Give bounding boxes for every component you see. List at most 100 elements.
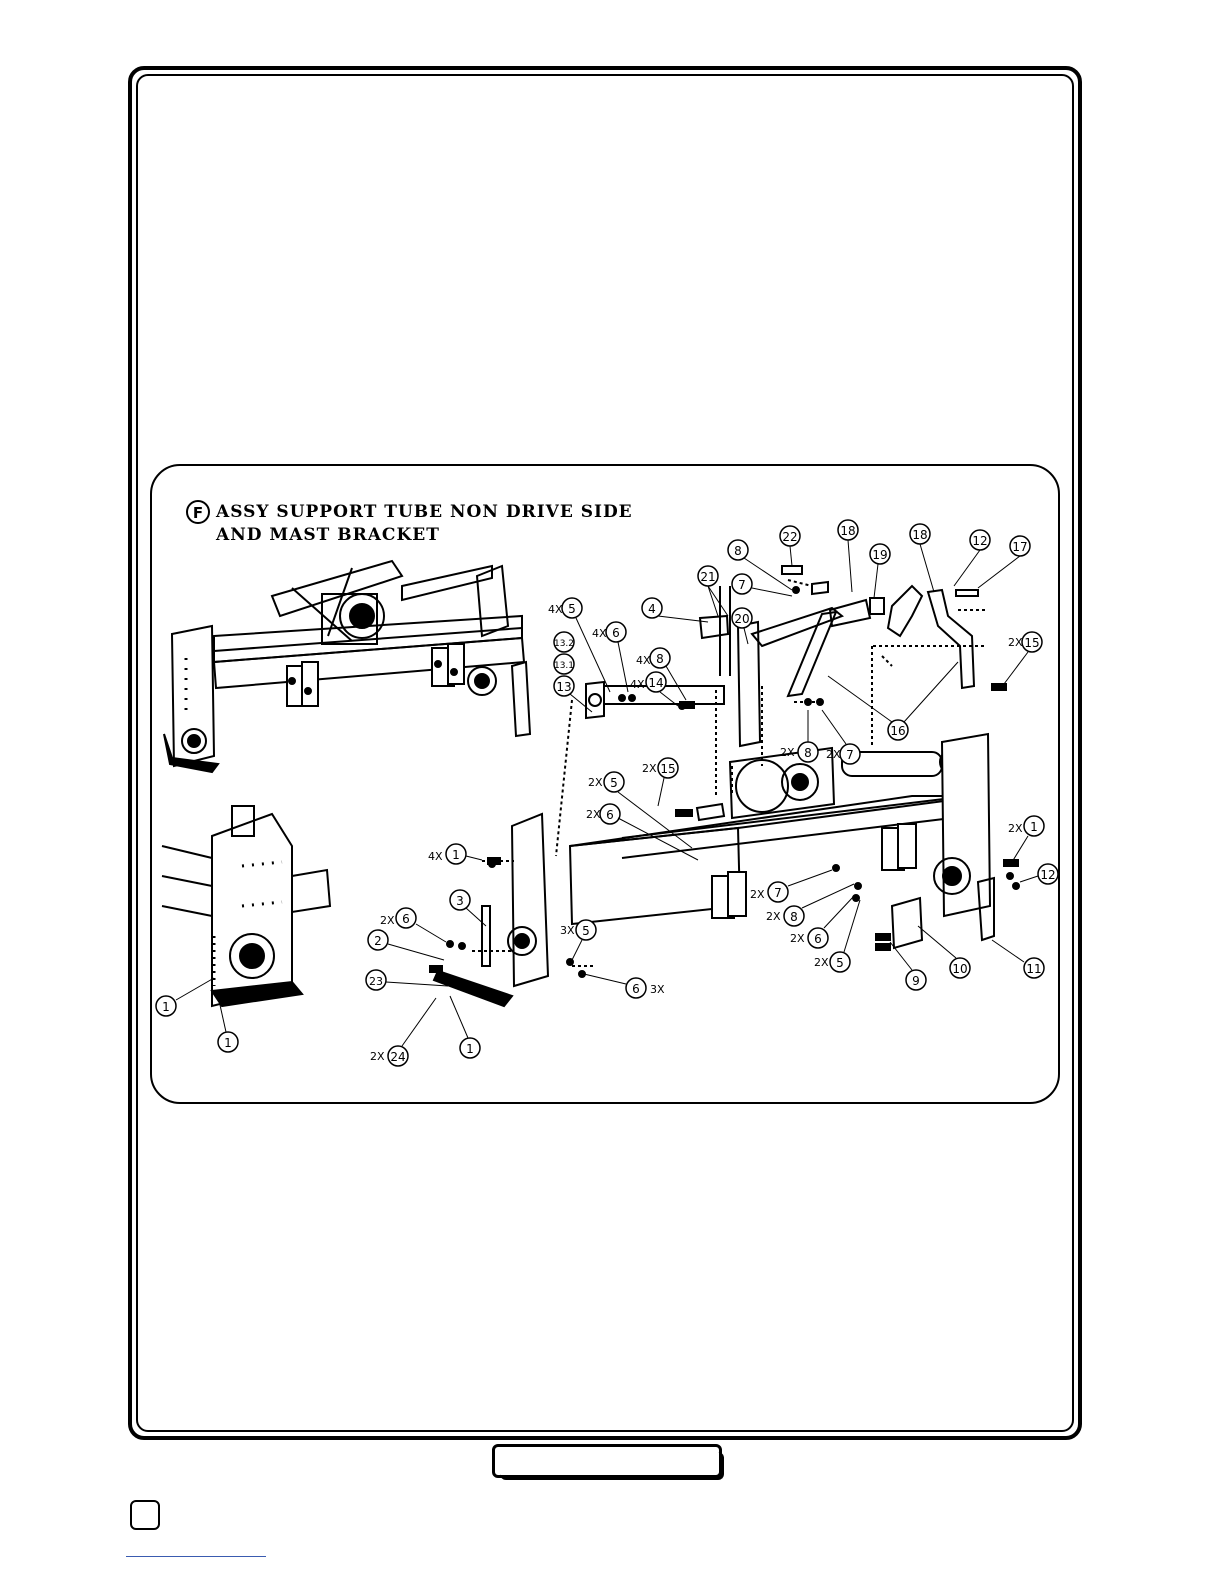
svg-text:1: 1	[162, 1000, 170, 1014]
svg-text:2X: 2X	[1008, 822, 1023, 835]
svg-text:4X: 4X	[630, 678, 645, 691]
svg-text:4X: 4X	[548, 603, 563, 616]
svg-text:4X: 4X	[636, 654, 651, 667]
svg-text:6: 6	[632, 982, 640, 996]
callout-3: 3	[450, 890, 486, 926]
svg-text:2X: 2X	[1008, 636, 1023, 649]
svg-text:4X: 4X	[428, 850, 443, 863]
svg-text:1: 1	[1030, 820, 1038, 834]
callout-12-right: 12	[1020, 864, 1058, 884]
svg-text:22: 22	[782, 530, 797, 544]
callout-19: 19	[870, 544, 890, 598]
footer-page-tab	[492, 1444, 722, 1478]
svg-text:2X: 2X	[826, 748, 841, 761]
svg-text:17: 17	[1012, 540, 1027, 554]
callout-22: 22	[780, 526, 800, 566]
svg-text:2X: 2X	[766, 910, 781, 923]
callout-4x-6-top: 4X 6	[592, 622, 628, 692]
svg-text:8: 8	[734, 544, 742, 558]
assembled-tiller-illustration	[164, 561, 530, 772]
svg-text:6: 6	[612, 626, 620, 640]
svg-text:3X: 3X	[560, 924, 575, 937]
svg-text:2X: 2X	[380, 914, 395, 927]
svg-text:1: 1	[452, 848, 460, 862]
callout-13-2: 13.2	[554, 632, 574, 652]
svg-text:14: 14	[648, 676, 663, 690]
svg-text:2X: 2X	[790, 932, 805, 945]
svg-text:8: 8	[804, 746, 812, 760]
svg-text:13.1: 13.1	[554, 661, 574, 671]
callout-9: 9	[890, 942, 926, 990]
svg-text:11: 11	[1026, 962, 1041, 976]
callout-2x-8-mid: 2X 8	[780, 710, 818, 762]
svg-text:7: 7	[738, 578, 746, 592]
svg-text:2X: 2X	[780, 746, 795, 759]
svg-text:18: 18	[840, 524, 855, 538]
callout-2x-15-mid: 2X 15	[642, 758, 678, 806]
svg-text:2X: 2X	[586, 808, 601, 821]
svg-text:8: 8	[790, 910, 798, 924]
callout-2x-7-low: 2X 7	[750, 870, 832, 902]
callout-1-bottom: 1	[450, 996, 480, 1058]
callout-21: 21	[698, 566, 728, 616]
callout-18-right: 18	[910, 524, 934, 592]
callout-12-top: 12	[954, 530, 990, 586]
svg-text:5: 5	[610, 776, 618, 790]
parts-diagram: F ASSY SUPPORT TUBE NON DRIVE SIDE AND M…	[152, 466, 1058, 1102]
svg-text:6: 6	[402, 912, 410, 926]
svg-text:2X: 2X	[750, 888, 765, 901]
callout-2x-6-left: 2X 6	[380, 908, 446, 942]
callout-11: 11	[992, 940, 1044, 978]
svg-text:2X: 2X	[588, 776, 603, 789]
callout-10: 10	[918, 926, 970, 978]
callout-1-left-outer: 1	[156, 978, 214, 1016]
svg-text:4: 4	[648, 602, 656, 616]
callout-6-3x: 6 3X	[584, 974, 665, 998]
svg-text:10: 10	[952, 962, 967, 976]
figure-title-line-1: ASSY SUPPORT TUBE NON DRIVE SIDE	[215, 502, 633, 522]
callout-13-1: 13.1	[554, 654, 574, 674]
callout-4: 4	[642, 598, 708, 622]
callout-2x-1-right: 2X 1	[1008, 816, 1044, 862]
svg-text:24: 24	[390, 1050, 405, 1064]
callout-18-left: 18	[838, 520, 858, 592]
svg-text:6: 6	[606, 808, 614, 822]
exploded-mast-bracket-illustration	[556, 580, 988, 856]
svg-text:16: 16	[890, 724, 905, 738]
figure-panel: F ASSY SUPPORT TUBE NON DRIVE SIDE AND M…	[150, 464, 1060, 1104]
svg-text:6: 6	[814, 932, 822, 946]
side-plate-closeup-illustration	[162, 806, 330, 1006]
svg-text:21: 21	[700, 570, 715, 584]
svg-text:15: 15	[1024, 636, 1039, 650]
footer-rule	[126, 1556, 266, 1557]
svg-text:18: 18	[912, 528, 927, 542]
callout-2x-7-mid: 2X 7	[822, 710, 860, 764]
figure-title-line-2: AND MAST BRACKET	[215, 525, 440, 545]
page-number-box	[130, 1500, 160, 1530]
exploded-main-frame-illustration	[570, 734, 994, 948]
svg-text:2X: 2X	[370, 1050, 385, 1063]
svg-text:2: 2	[374, 934, 382, 948]
svg-text:7: 7	[846, 748, 854, 762]
svg-text:3: 3	[456, 894, 464, 908]
svg-text:2X: 2X	[814, 956, 829, 969]
callout-7-top: 7	[732, 574, 792, 596]
callout-16: 16	[828, 662, 958, 740]
svg-text:12: 12	[1040, 868, 1055, 882]
svg-text:1: 1	[224, 1036, 232, 1050]
svg-text:19: 19	[872, 548, 887, 562]
svg-text:4X: 4X	[592, 627, 607, 640]
svg-text:5: 5	[582, 924, 590, 938]
svg-text:13: 13	[556, 680, 571, 694]
figure-badge-letter: F	[193, 504, 203, 522]
svg-text:9: 9	[912, 974, 920, 988]
callout-3x-5: 3X 5	[560, 920, 596, 960]
callout-20: 20	[732, 608, 752, 644]
callout-4x-1: 4X 1	[428, 844, 482, 864]
callout-2x-24: 2X 24	[370, 998, 436, 1066]
callout-2x-15-top: 2X 15	[1004, 632, 1042, 684]
svg-text:5: 5	[568, 602, 576, 616]
svg-text:3X: 3X	[650, 983, 665, 996]
svg-text:12: 12	[972, 534, 987, 548]
svg-text:7: 7	[774, 886, 782, 900]
